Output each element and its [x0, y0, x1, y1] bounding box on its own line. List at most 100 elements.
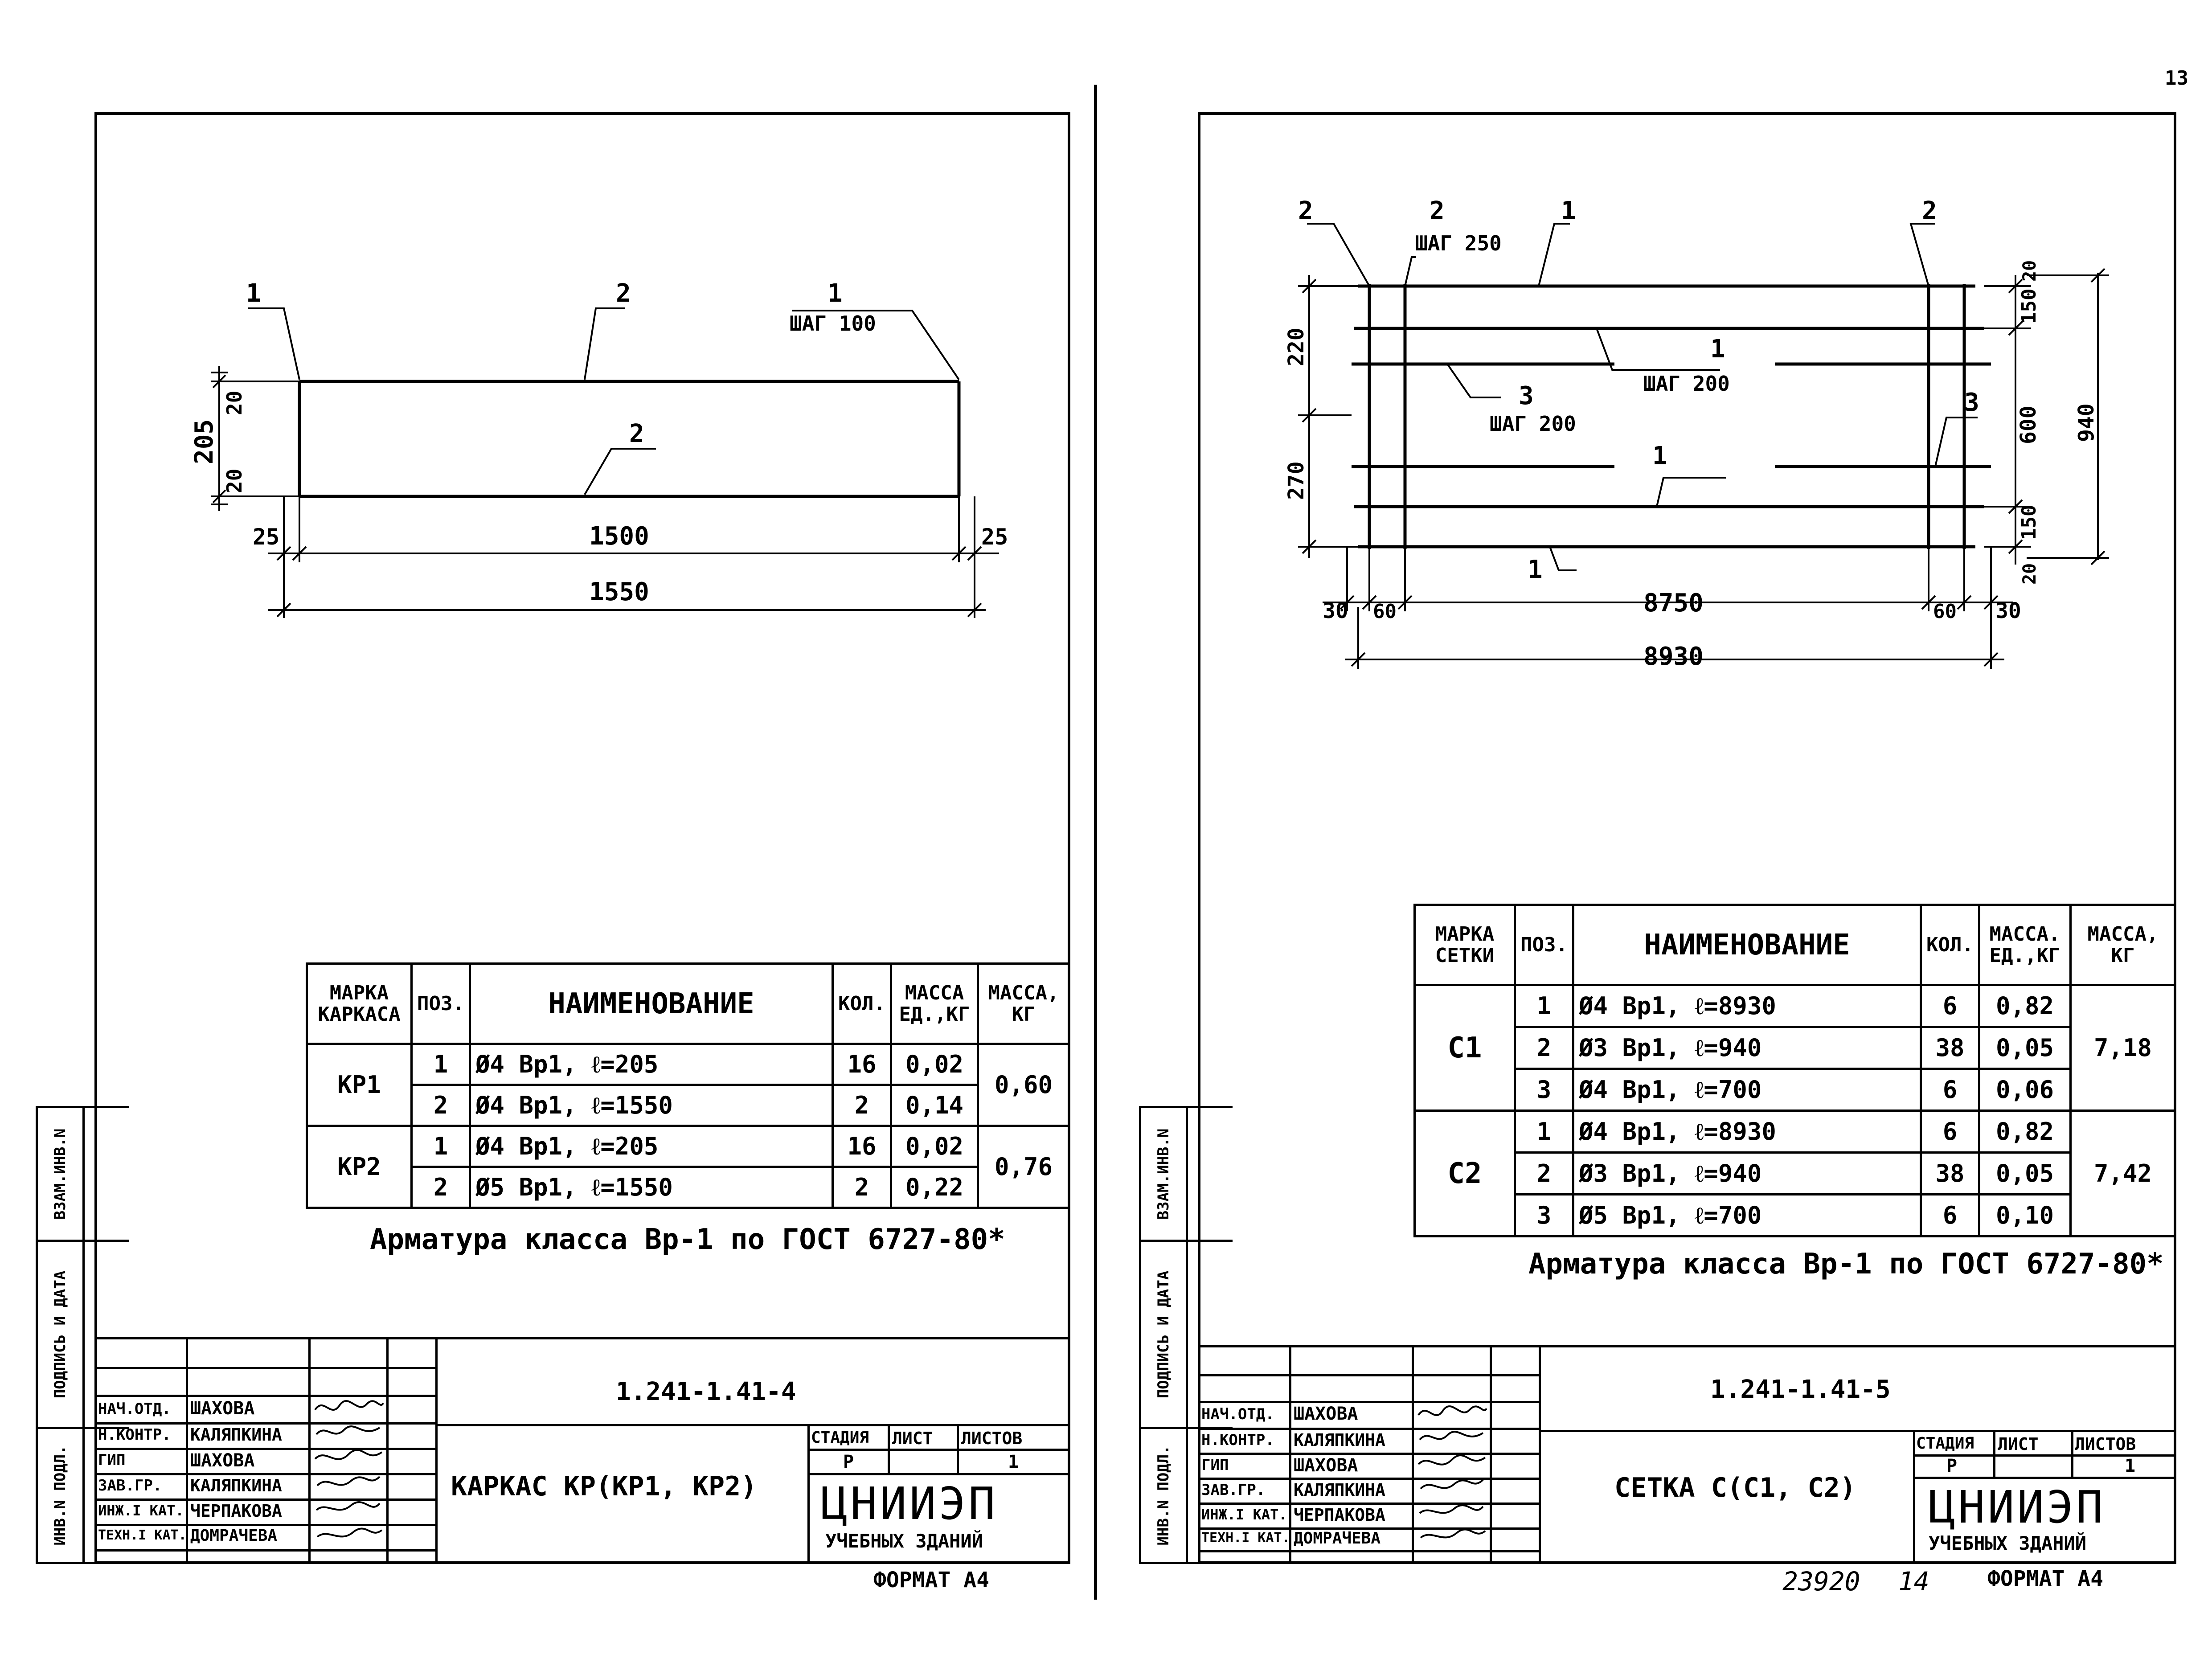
person-name: КАЛЯПКИНА — [190, 1476, 282, 1495]
role-label: ИНЖ.I КАТ. — [98, 1502, 184, 1519]
left-spec-table: МАРКА КАРКАСА ПОЗ. НАИМЕНОВАНИЕ КОЛ. МАС… — [306, 962, 1070, 1209]
qty-cell: 2 — [832, 1084, 892, 1127]
right-drawing: 2 2 ШАГ 250 1 2 1 ШАГ 200 3 ШАГ 200 3 1 … — [1284, 197, 2109, 671]
organization-sub: УЧЕБНЫХ ЗДАНИЙ — [825, 1530, 983, 1552]
person-name: КАЛЯПКИНА — [1294, 1430, 1385, 1450]
header-mass-unit: МАССА. ЕД.,КГ — [1978, 904, 2072, 986]
role-label: Н.КОНТР. — [1201, 1431, 1274, 1449]
mass-unit-cell: 0,05 — [1978, 1026, 2072, 1070]
dim-left-upper: 220 — [1284, 328, 1309, 366]
stamp-inv: ИНВ.N ПОДЛ. — [51, 1445, 69, 1546]
pos-cell: 2 — [1514, 1151, 1574, 1195]
stamp-sign: ПОДПИСЬ И ДАТА — [51, 1270, 69, 1398]
stamp-sign: ПОДПИСЬ И ДАТА — [1155, 1270, 1172, 1398]
mass-cell: 7,42 — [2069, 1109, 2176, 1237]
mass-unit-cell: 0,22 — [890, 1166, 979, 1209]
signatures — [314, 1400, 384, 1538]
stage-value: Р — [843, 1452, 854, 1472]
right-rebar-note: Арматура класса Вр-1 по ГОСТ 6727-80* — [1528, 1248, 2164, 1281]
page-number: 13 — [2165, 67, 2188, 90]
role-label: ГИП — [1201, 1456, 1229, 1474]
qty-cell: 38 — [1920, 1026, 1980, 1070]
dim-height: 205 — [190, 419, 219, 464]
dim-right-end: 25 — [981, 524, 1008, 550]
pos-cell: 1 — [1514, 984, 1574, 1028]
mass-unit-cell: 0,82 — [1978, 984, 2072, 1028]
stage-label: СТАДИЯ — [1916, 1434, 1974, 1453]
person-name: ШАХОВА — [190, 1398, 255, 1419]
pos-cell: 1 — [1514, 1109, 1574, 1154]
dim-total: 1550 — [589, 577, 649, 606]
sheets-value: 1 — [1008, 1452, 1019, 1472]
organization-sub: УЧЕБНЫХ ЗДАНИЙ — [1929, 1532, 2087, 1554]
drawing-title: КАРКАС КР(КР1, КР2) — [451, 1471, 757, 1502]
dim-top-pitch: 150 — [2018, 289, 2040, 324]
organization: ЦНИИЭП — [821, 1478, 998, 1530]
sheets-label: ЛИСТОВ — [2075, 1434, 2136, 1454]
pos-cell: 2 — [410, 1084, 471, 1127]
name-cell: Ø5 Вр1, ℓ=700 — [1572, 1193, 1922, 1237]
fold-line — [1094, 85, 1097, 1600]
header-mass: МАССА, КГ — [977, 962, 1070, 1045]
label-pos1-mid-step: ШАГ 200 — [1643, 372, 1730, 396]
person-name: ШАХОВА — [190, 1450, 255, 1471]
sheet-label: ЛИСТ — [892, 1429, 933, 1448]
signatures — [1417, 1405, 1487, 1539]
left-drawing: 1 2 1 ШАГ 100 2 205 20 20 25 1500 25 155… — [190, 279, 1008, 618]
role-label: ИНЖ.I КАТ. — [1201, 1506, 1287, 1523]
qty-cell: 6 — [1920, 984, 1980, 1028]
header-name: НАИМЕНОВАНИЕ — [468, 962, 834, 1045]
label-pos2-right: 2 — [1922, 197, 1937, 225]
label-pos2-bottom: 2 — [629, 419, 644, 448]
label-pos3-right: 3 — [1964, 388, 1979, 417]
header-qty: КОЛ. — [1920, 904, 1980, 986]
stage-label: СТАДИЯ — [811, 1429, 869, 1447]
sheet-label: ЛИСТ — [1998, 1434, 2039, 1454]
label-pos1-right-step: ШАГ 100 — [790, 311, 876, 336]
mass-unit-cell: 0,02 — [890, 1043, 979, 1086]
mark-cell: С1 — [1413, 984, 1516, 1112]
qty-cell: 2 — [832, 1166, 892, 1209]
dim-right-step: 60 — [1933, 600, 1957, 623]
dim-left-step: 60 — [1373, 600, 1397, 623]
dim-bottom-pitch: 150 — [2018, 505, 2040, 540]
stamp-ref: ВЗАМ.ИНВ.N — [51, 1128, 69, 1220]
header-pos: ПОЗ. — [1514, 904, 1574, 986]
sheets-value: 1 — [2125, 1456, 2136, 1476]
pos-cell: 3 — [1514, 1193, 1574, 1237]
qty-cell: 16 — [832, 1125, 892, 1168]
name-cell: Ø4 Вр1, ℓ=700 — [1572, 1068, 1922, 1112]
role-label: Н.КОНТР. — [98, 1426, 171, 1444]
mark-cell: КР1 — [306, 1043, 413, 1127]
person-name: ДОМРАЧЕВА — [190, 1527, 278, 1545]
right-side-stamp: ВЗАМ.ИНВ.N ПОДПИСЬ И ДАТА ИНВ.N ПОДЛ. — [1139, 1106, 1233, 1564]
left-title-block: 1.241-1.41-4 НАЧ.ОТД. ШАХОВА Н.КОНТР. КА… — [94, 1337, 1070, 1564]
label-pos2-a: 2 — [1298, 197, 1313, 225]
person-name: ШАХОВА — [1294, 1404, 1358, 1424]
pos-cell: 2 — [410, 1166, 471, 1209]
drawing-code: 1.241-1.41-5 — [1710, 1375, 1891, 1404]
stamp-ref: ВЗАМ.ИНВ.N — [1155, 1128, 1172, 1220]
dim-left-end: 25 — [253, 524, 279, 550]
mark-cell: КР2 — [306, 1125, 413, 1209]
label-pos3-left: 3 — [1519, 381, 1534, 410]
dim-bottom-offset: 20 — [222, 469, 246, 493]
dim-right-end: 30 — [1995, 598, 2021, 623]
role-label: ЗАВ.ГР. — [1201, 1481, 1266, 1499]
qty-cell: 38 — [1920, 1151, 1980, 1195]
name-cell: Ø4 Вр1, ℓ=8930 — [1572, 984, 1922, 1028]
mass-cell: 0,60 — [977, 1043, 1070, 1127]
label-pos2-top: 2 — [616, 279, 631, 308]
right-title-block: 1.241-1.41-5 НАЧ.ОТД. ШАХОВА Н.КОНТР. КА… — [1198, 1345, 2176, 1564]
name-cell: Ø3 Вр1, ℓ=940 — [1572, 1151, 1922, 1195]
label-pos1-top: 1 — [1561, 197, 1576, 225]
header-qty: КОЛ. — [832, 962, 892, 1045]
dim-span: 8750 — [1643, 589, 1704, 618]
mark-cell: С2 — [1413, 1109, 1516, 1237]
person-name: ДОМРАЧЕВА — [1294, 1529, 1381, 1548]
role-label: ЗАВ.ГР. — [98, 1477, 162, 1494]
label-pos1-mid: 1 — [1710, 335, 1725, 364]
archive-number: 23920 — [1782, 1566, 1860, 1597]
role-label: ГИП — [98, 1451, 126, 1469]
mass-unit-cell: 0,10 — [1978, 1193, 2072, 1237]
